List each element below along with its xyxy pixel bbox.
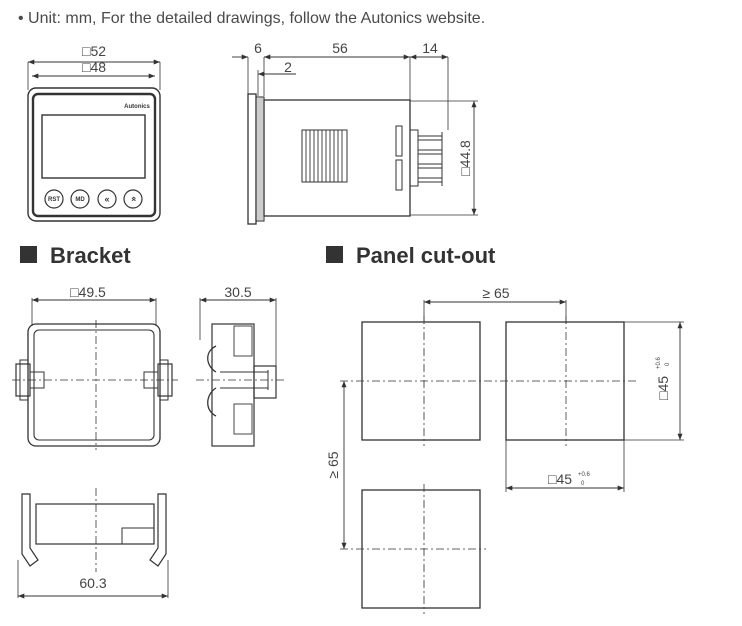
dim-30-5: 30.5 bbox=[224, 284, 251, 300]
dim-56: 56 bbox=[332, 40, 348, 56]
bracket-heading-marker bbox=[20, 246, 37, 263]
rst-button-label: RST bbox=[48, 197, 60, 203]
dim-14: 14 bbox=[422, 40, 438, 56]
dim-48: □48 bbox=[82, 59, 106, 75]
cutout-width-label: □45 bbox=[548, 471, 572, 487]
dim-52: □52 bbox=[82, 43, 106, 59]
bracket-bottom-view bbox=[17, 488, 169, 599]
dim-ge-65-vertical: ≥ 65 bbox=[325, 451, 341, 478]
cutout-height-label: □45 bbox=[655, 376, 671, 400]
md-button-outline bbox=[70, 189, 90, 209]
front-buttons bbox=[44, 189, 143, 209]
up-button-label: » bbox=[128, 196, 138, 201]
device-front-view bbox=[27, 59, 161, 222]
cutout-width-tol-lower: 0 bbox=[581, 481, 585, 487]
up-button-outline bbox=[123, 189, 143, 209]
cutout-height-tol-lower: 0 bbox=[665, 362, 671, 366]
cutout-height-tol-upper: +0.6 bbox=[656, 356, 662, 369]
dim-6: 6 bbox=[254, 40, 262, 56]
dim-44-8: □44.8 bbox=[457, 140, 473, 176]
panel-heading: Panel cut-out bbox=[356, 243, 496, 268]
brand-logo: Autonics bbox=[124, 104, 150, 110]
dim-ge-65-horizontal: ≥ 65 bbox=[482, 285, 509, 301]
cutout-height-group: □45 +0.6 0 bbox=[655, 356, 671, 400]
panel-heading-marker bbox=[326, 246, 343, 263]
units-note: • Unit: mm, For the detailed drawings, f… bbox=[18, 10, 485, 27]
dim-2: 2 bbox=[284, 59, 292, 75]
panel-cutout-drawing bbox=[340, 299, 684, 614]
rst-button-outline bbox=[44, 189, 64, 209]
bracket-front-view bbox=[12, 297, 178, 450]
dim-49-5: □49.5 bbox=[70, 284, 106, 300]
bracket-heading: Bracket bbox=[50, 243, 131, 268]
bracket-side-view bbox=[196, 297, 286, 447]
cutout-width-tol-upper: +0.6 bbox=[578, 472, 591, 478]
dim-60-3: 60.3 bbox=[79, 575, 106, 591]
left-button-label: « bbox=[104, 194, 109, 204]
md-button-label: MD bbox=[75, 197, 85, 203]
left-button-outline bbox=[97, 189, 117, 209]
device-side-view bbox=[232, 54, 478, 225]
